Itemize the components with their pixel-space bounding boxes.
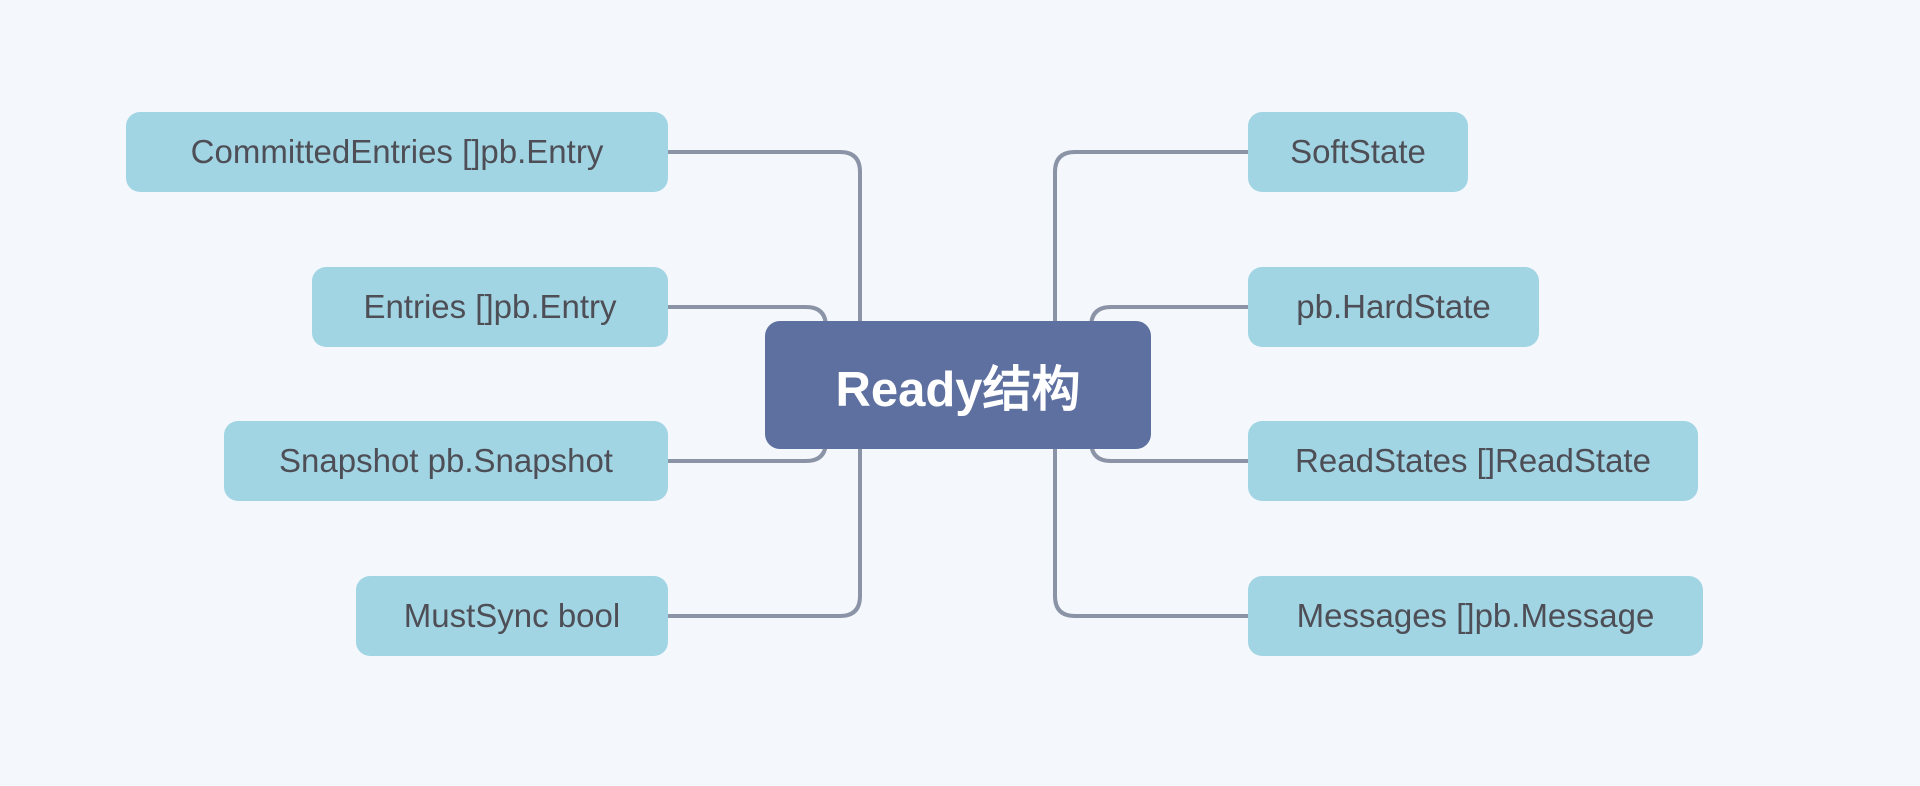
node-mustsync[interactable]: MustSync bool bbox=[356, 576, 668, 656]
connector-softstate bbox=[1053, 150, 1248, 385]
node-hardstate[interactable]: pb.HardState bbox=[1248, 267, 1539, 347]
node-messages[interactable]: Messages []pb.Message bbox=[1248, 576, 1703, 656]
central-topic-node[interactable]: Ready结构 bbox=[765, 321, 1151, 449]
node-mustsync-label: MustSync bool bbox=[403, 597, 621, 634]
node-softstate[interactable]: SoftState bbox=[1248, 112, 1468, 192]
node-committed-entries-label: CommittedEntries []pb.Entry bbox=[190, 133, 604, 170]
node-messages-label: Messages []pb.Message bbox=[1296, 597, 1655, 634]
central-topic-label: Ready结构 bbox=[835, 362, 1081, 417]
connector-committedentries bbox=[668, 150, 862, 385]
node-readstates-label: ReadStates []ReadState bbox=[1295, 442, 1651, 479]
node-readstates[interactable]: ReadStates []ReadState bbox=[1248, 421, 1698, 501]
node-committed-entries[interactable]: CommittedEntries []pb.Entry bbox=[126, 112, 668, 192]
node-snapshot-label: Snapshot pb.Snapshot bbox=[279, 442, 613, 479]
connector-messages bbox=[1053, 385, 1248, 618]
connector-mustsync bbox=[668, 385, 862, 618]
node-snapshot[interactable]: Snapshot pb.Snapshot bbox=[224, 421, 668, 501]
node-entries[interactable]: Entries []pb.Entry bbox=[312, 267, 668, 347]
node-entries-label: Entries []pb.Entry bbox=[363, 288, 617, 325]
node-softstate-label: SoftState bbox=[1290, 133, 1426, 170]
node-hardstate-label: pb.HardState bbox=[1296, 288, 1491, 325]
